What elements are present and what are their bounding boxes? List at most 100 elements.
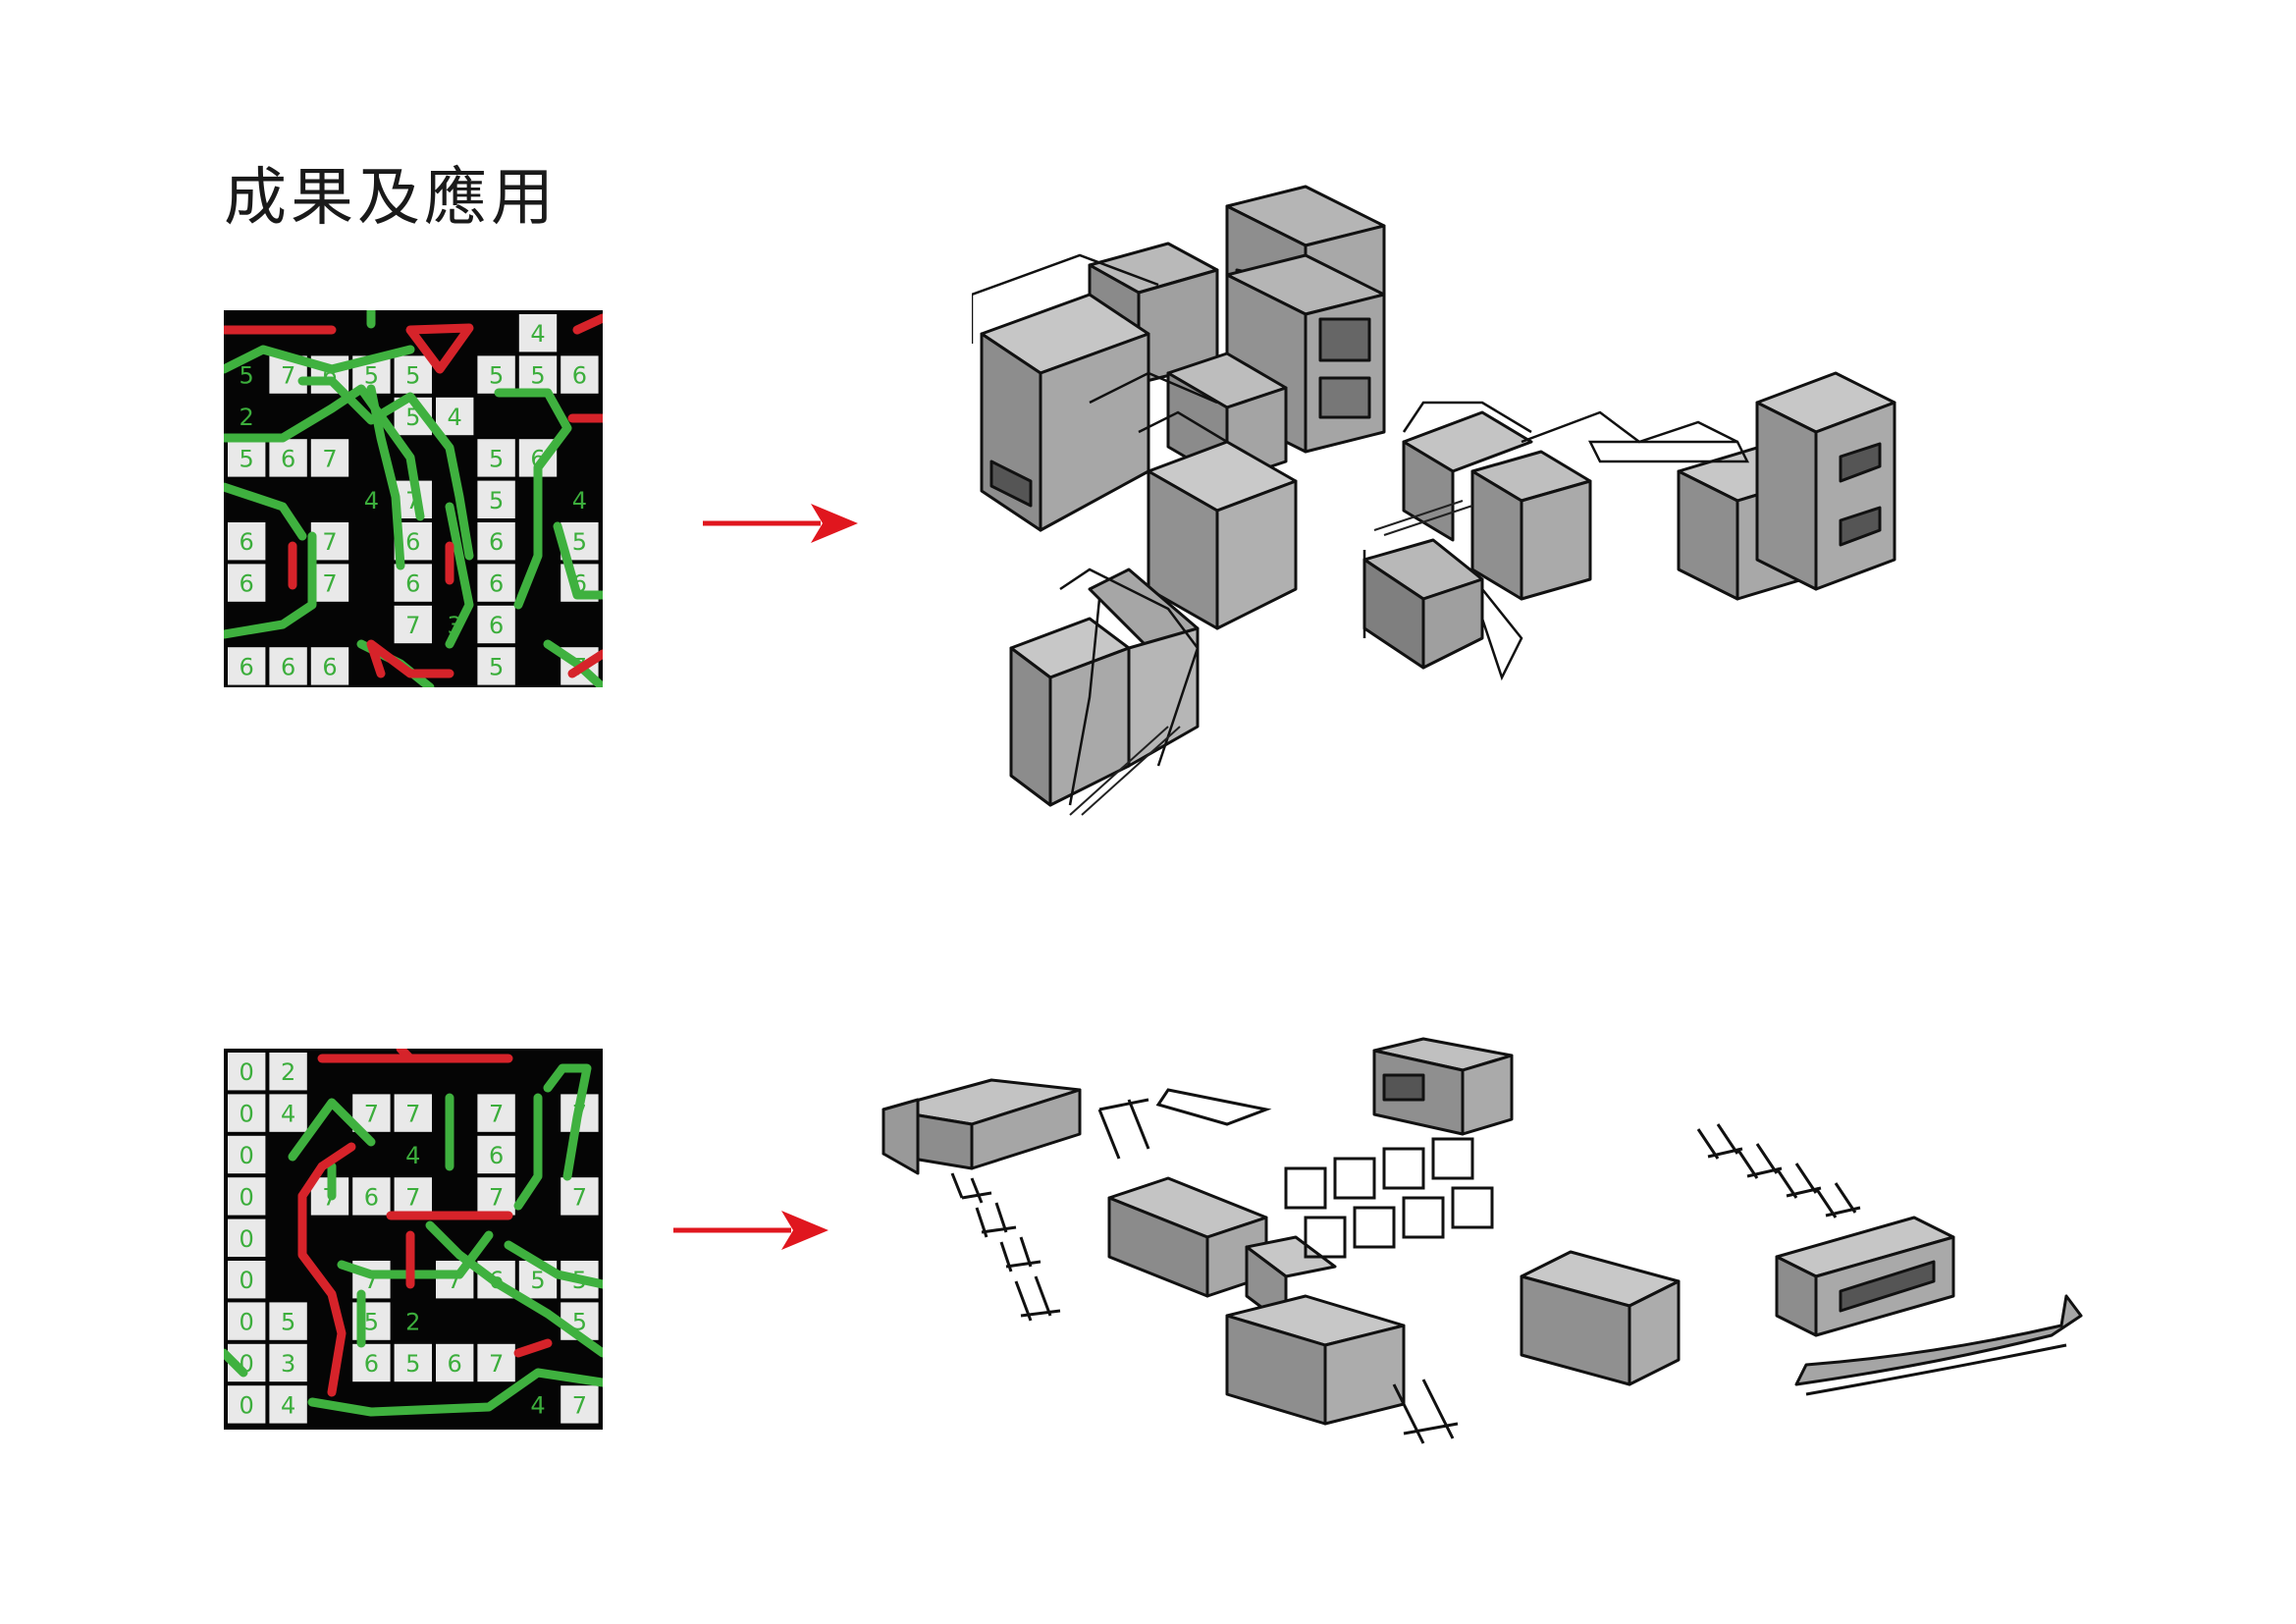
- grid-cell-number: 6: [240, 528, 254, 556]
- grid-cell: [228, 1094, 266, 1132]
- grid-cell: [394, 564, 432, 602]
- grid-cell-number: 6: [489, 1142, 504, 1169]
- arrow-right-icon: [703, 504, 858, 543]
- grid-cell: [310, 439, 349, 477]
- grid-cell: [518, 314, 558, 352]
- grid-cell-number: 5: [489, 445, 504, 472]
- grid-cell: [477, 647, 515, 685]
- grid-cell: [477, 605, 515, 644]
- grid-cell: [228, 647, 266, 685]
- grid-cell: [394, 355, 432, 394]
- grid-cell: [228, 1177, 266, 1216]
- grid-cell-number: 6: [364, 1350, 379, 1378]
- modular-architecture-model-bottom: [881, 1037, 2083, 1444]
- grid-cell-number: 0: [240, 1101, 254, 1128]
- grid-cell: [228, 1053, 266, 1091]
- grid-cell: [352, 1343, 391, 1382]
- grid-cell-number: 4: [572, 487, 587, 514]
- grid-cell-number: 6: [322, 653, 337, 680]
- grid-cell: [477, 564, 515, 602]
- grid-cell: [561, 1385, 599, 1424]
- grid-cell-number: 7: [405, 1101, 420, 1128]
- grid-cell: [477, 1094, 515, 1132]
- modular-architecture-model-top: [972, 185, 1896, 816]
- grid-cell-number: 5: [530, 1267, 545, 1294]
- grid-cell-number: 6: [281, 653, 295, 680]
- grid-cell-number: 4: [530, 1391, 545, 1419]
- grid-cell-number: 5: [240, 445, 254, 472]
- grid-cell-number: 6: [448, 1350, 462, 1378]
- grid-cell: [228, 564, 266, 602]
- grid-cell: [394, 605, 432, 644]
- grid-cell-number: 4: [364, 487, 379, 514]
- grid-cell: [394, 1343, 432, 1382]
- grid-cell-number: 6: [405, 570, 420, 598]
- grid-cell-number: 0: [240, 1142, 254, 1169]
- grid-cell: [228, 439, 266, 477]
- grid-cell-number: 7: [364, 1101, 379, 1128]
- grid-cell-number: 3: [281, 1350, 295, 1378]
- grid-cell-number: 7: [322, 570, 337, 598]
- grid-cell: [228, 1261, 266, 1299]
- grid-cell: [228, 1385, 266, 1424]
- grid-cell: [269, 1094, 307, 1132]
- grid-cell-number: 7: [322, 445, 337, 472]
- page-title: 成果及應用: [224, 162, 558, 235]
- grid-cell-number: 5: [405, 1350, 420, 1378]
- grid-cell-number: 5: [489, 362, 504, 390]
- grid-cell: [269, 1302, 307, 1340]
- grid-cell-number: 7: [572, 1391, 587, 1419]
- grid-cell: [561, 355, 599, 394]
- grid-cell: [269, 1385, 307, 1424]
- grid-cell: [477, 480, 515, 518]
- grid-cell-number: 5: [364, 1309, 379, 1336]
- grid-cell: [310, 647, 349, 685]
- grid-cell: [228, 1302, 266, 1340]
- grid-cell-number: 6: [405, 528, 420, 556]
- grid-cell-number: 4: [405, 1142, 420, 1169]
- grid-cell: [228, 1135, 266, 1174]
- grid-cell-number: 7: [322, 528, 337, 556]
- grid-cell: [269, 647, 307, 685]
- grid-cell-number: 7: [572, 1183, 587, 1211]
- grid-cell-number: 7: [489, 1183, 504, 1211]
- grid-cell-number: 2: [281, 1058, 295, 1086]
- grid-cell: [477, 1343, 515, 1382]
- grid-cell: [269, 1343, 307, 1382]
- grid-cell-number: 0: [240, 1058, 254, 1086]
- grid-cell-number: 4: [281, 1391, 295, 1419]
- grid-cell-number: 5: [405, 362, 420, 390]
- grid-cell-number: 2: [240, 404, 254, 431]
- grid-cell: [561, 1177, 599, 1216]
- grid-cell-number: 5: [530, 362, 545, 390]
- grid-cell: [269, 439, 307, 477]
- grid-cell: [477, 1135, 515, 1174]
- grid-cell: [228, 522, 266, 561]
- grid-cell: [477, 1177, 515, 1216]
- arrow-right-icon: [673, 1211, 828, 1250]
- grid-cell-number: 5: [281, 1309, 295, 1336]
- grid-cell-number: 4: [530, 320, 545, 348]
- grid-cell-number: 7: [281, 362, 295, 390]
- grid-cell-number: 5: [364, 362, 379, 390]
- grid-cell: [477, 355, 515, 394]
- grid-cell: [394, 1094, 432, 1132]
- grid-cell-number: 5: [240, 362, 254, 390]
- grid-cell-number: 5: [489, 487, 504, 514]
- grid-cell-number: 6: [240, 570, 254, 598]
- grid-cell-number: 0: [240, 1183, 254, 1211]
- grid-cell: [436, 397, 474, 436]
- grid-cell: [269, 1053, 307, 1091]
- grid-cell: [352, 1177, 391, 1216]
- grid-cell-number: 2: [405, 1309, 420, 1336]
- grid-cell-number: 6: [364, 1183, 379, 1211]
- grid-cell: [228, 1218, 266, 1257]
- grid-cell-number: 0: [240, 1391, 254, 1419]
- grid-cell: [518, 355, 558, 394]
- grid-cell: [477, 439, 515, 477]
- grid-cell-number: 6: [489, 612, 504, 639]
- grid-cell-number: 5: [572, 528, 587, 556]
